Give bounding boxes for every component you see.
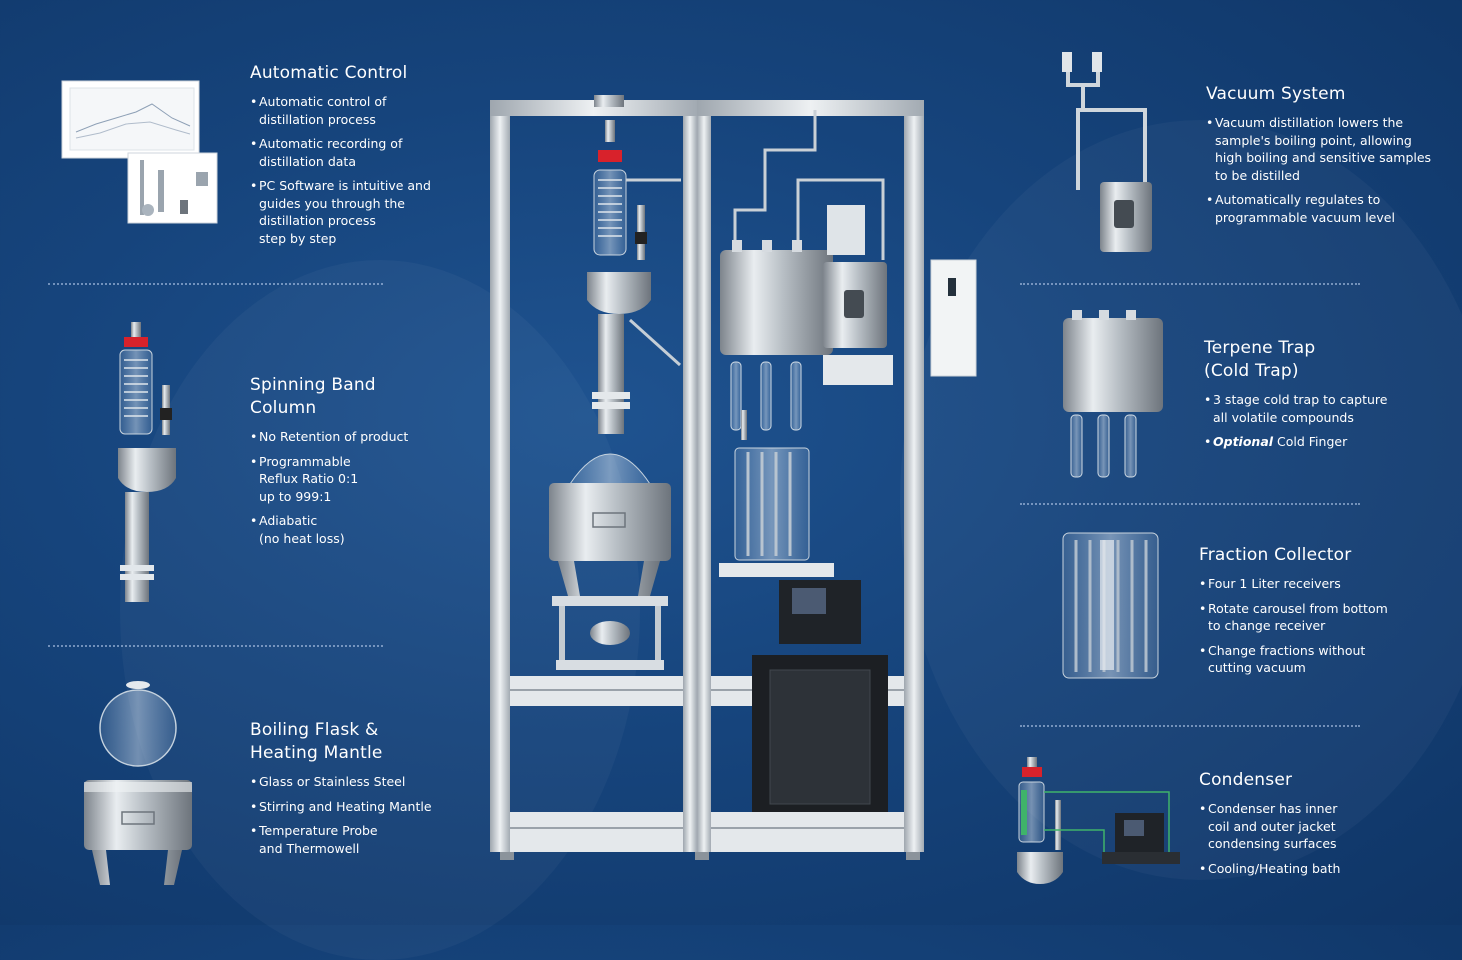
fraction-collector-icon	[1062, 532, 1159, 679]
bullet: Adiabatic (no heat loss)	[250, 512, 450, 547]
bullet: Condenser has inner coil and outer jacke…	[1199, 800, 1439, 853]
bullet: Vacuum distillation lowers the sample's …	[1206, 114, 1446, 184]
spinning-band-column-icon	[118, 322, 176, 602]
vacuum-system-section: Vacuum System Vacuum distillation lowers…	[1206, 83, 1446, 233]
boiling-flask-section: Boiling Flask & Heating Mantle Glass or …	[250, 719, 460, 864]
section-title: Fraction Collector	[1199, 545, 1352, 565]
vacuum-pump-icon	[1062, 52, 1152, 252]
condenser-section: Condenser Condenser has inner coil and o…	[1199, 769, 1439, 884]
bullet: Automatic recording of distillation data	[250, 135, 450, 170]
separator	[1020, 283, 1360, 285]
bullet: Automatic control of distillation proces…	[250, 93, 450, 128]
bullet: Rotate carousel from bottom to change re…	[1199, 600, 1439, 635]
separator	[48, 283, 383, 285]
section-title: Boiling Flask & Heating Mantle	[250, 720, 383, 763]
section-title: Spinning Band Column	[250, 375, 376, 418]
distillation-rig	[490, 95, 977, 860]
boiling-flask-mantle-icon	[84, 681, 192, 885]
bullet: Temperature Probe and Thermowell	[250, 822, 460, 857]
automatic-control-section: Automatic Control Automatic control of d…	[250, 62, 450, 254]
bullet: Four 1 Liter receivers	[1199, 575, 1439, 593]
bullet: Stirring and Heating Mantle	[250, 798, 460, 816]
cold-trap-icon	[1063, 310, 1163, 478]
separator	[48, 645, 383, 647]
spinning-band-section: Spinning Band Column No Retention of pro…	[250, 374, 450, 554]
software-screenshot-icon	[61, 80, 218, 224]
condenser-chiller-icon	[1017, 757, 1180, 884]
separator	[1020, 725, 1360, 727]
fraction-collector-section: Fraction Collector Four 1 Liter receiver…	[1199, 544, 1439, 684]
section-title: Condenser	[1199, 770, 1293, 790]
terpene-trap-section: Terpene Trap (Cold Trap) 3 stage cold tr…	[1204, 337, 1444, 458]
illustrations	[61, 52, 1180, 885]
bullet: PC Software is intuitive and guides you …	[250, 177, 450, 247]
bullet: Change fractions without cutting vacuum	[1199, 642, 1439, 677]
section-title: Automatic Control	[250, 63, 408, 83]
bullet: 3 stage cold trap to capture all volatil…	[1204, 391, 1444, 426]
bullet: Glass or Stainless Steel	[250, 773, 460, 791]
bullet: No Retention of product	[250, 428, 450, 446]
bullet: Automatically regulates to programmable …	[1206, 191, 1446, 226]
section-title: Vacuum System	[1206, 84, 1346, 104]
section-title: Terpene Trap (Cold Trap)	[1204, 338, 1316, 381]
separator	[1020, 503, 1360, 505]
bullet: Optional Cold Finger	[1204, 433, 1444, 451]
bullet: Cooling/Heating bath	[1199, 860, 1439, 878]
bullet: Programmable Reflux Ratio 0:1 up to 999:…	[250, 453, 450, 506]
